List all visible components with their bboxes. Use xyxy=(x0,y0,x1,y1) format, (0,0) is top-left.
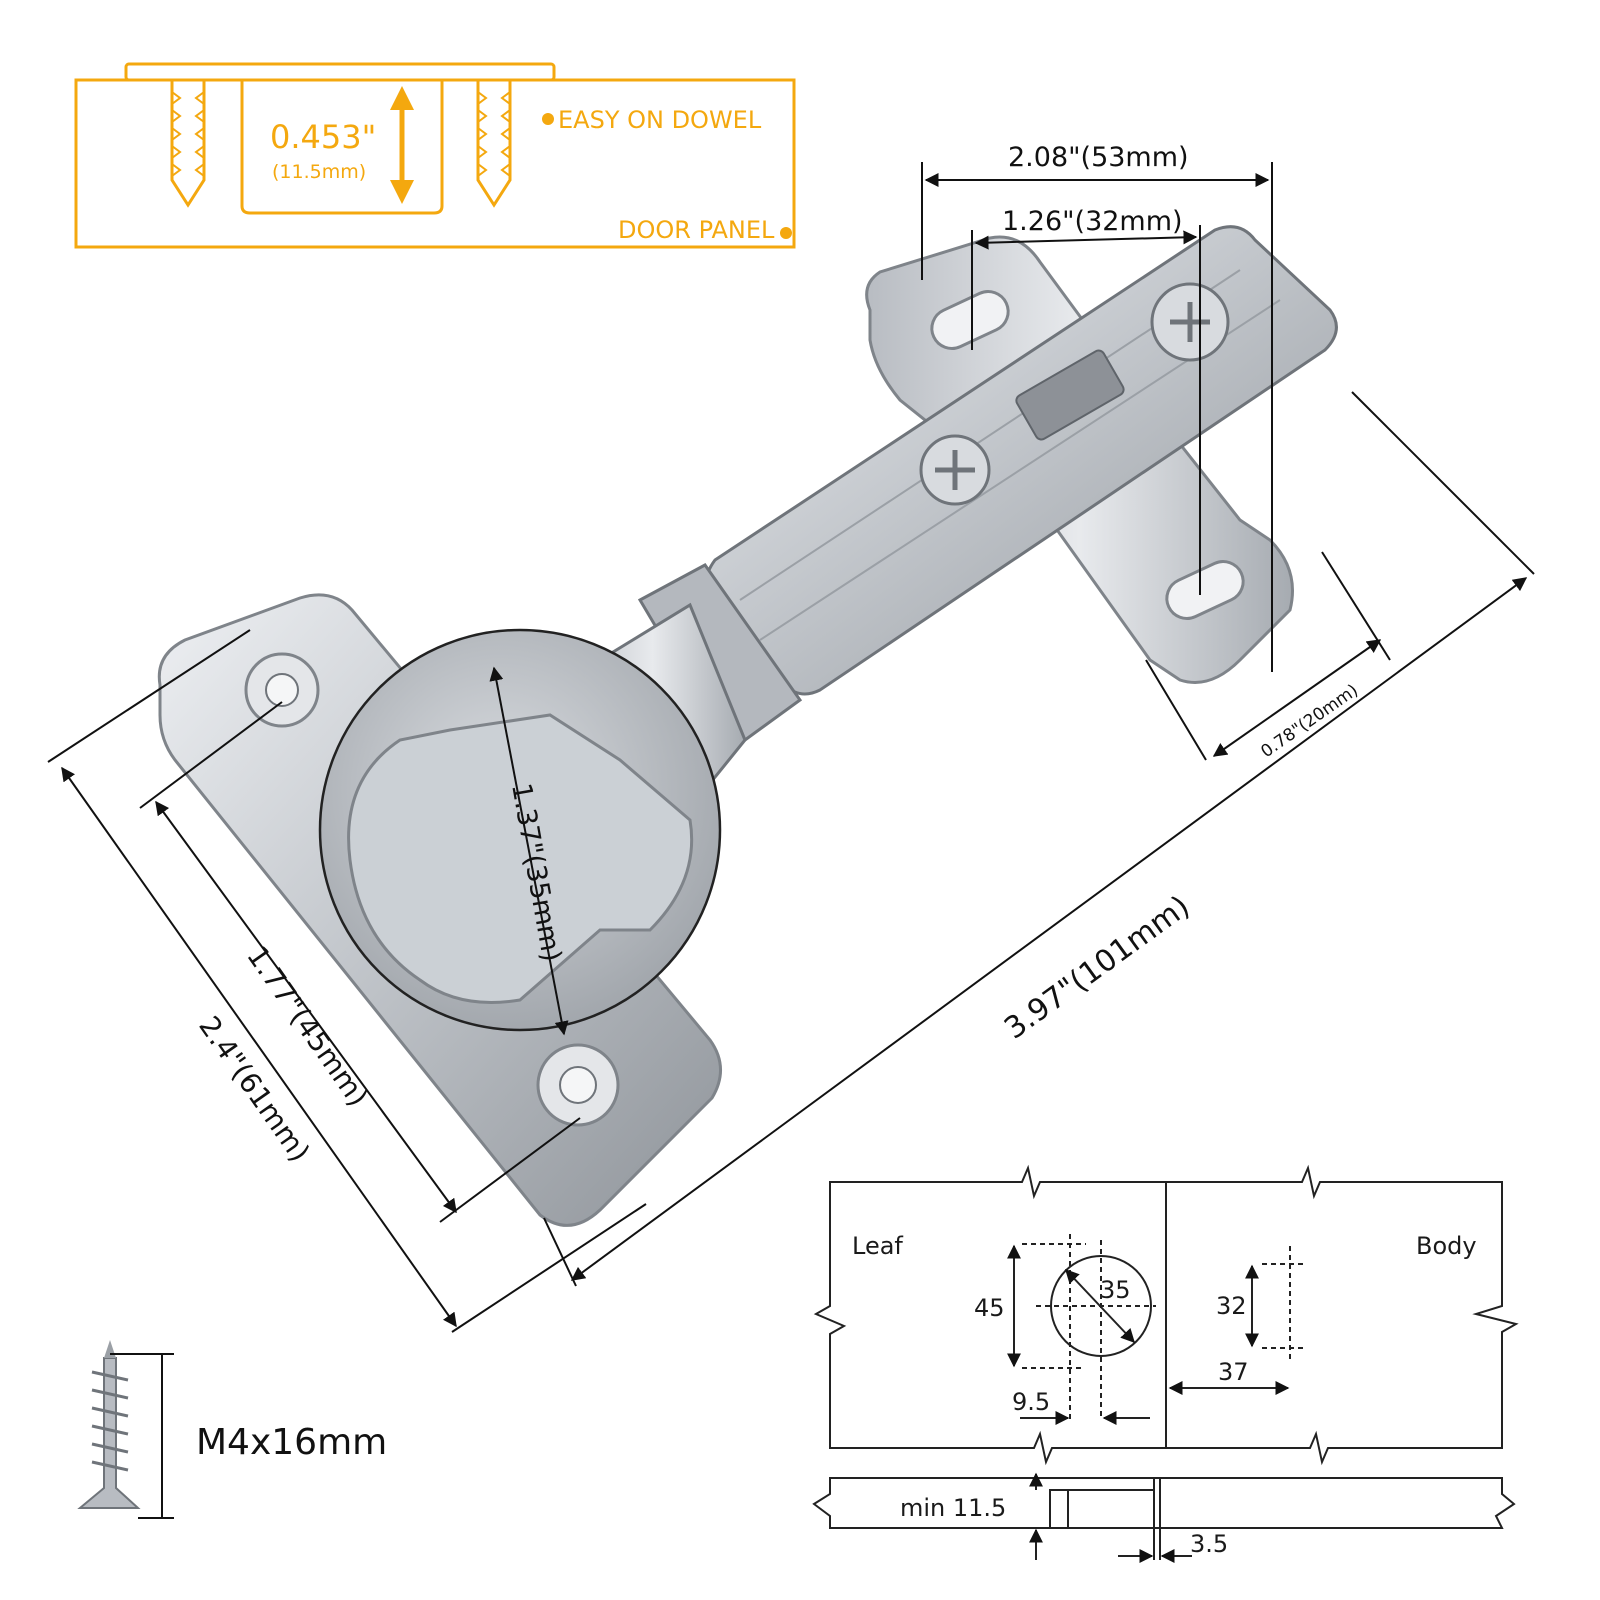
door-panel-bullet xyxy=(780,227,792,239)
dim-hole-spacing-line xyxy=(974,230,1198,250)
plan-body-spacing: 32 xyxy=(1216,1292,1247,1320)
dim-plate-offset: 0.78"(20mm) xyxy=(1257,681,1362,763)
door-panel-label: DOOR PANEL xyxy=(618,216,775,244)
dim-arm-width: 2.08"(53mm) xyxy=(1008,142,1189,173)
dowel-bullet xyxy=(542,113,554,125)
plan-outline xyxy=(813,1164,1519,1466)
dowel-depth-inch: 0.453" xyxy=(270,118,376,156)
drilling-plan xyxy=(812,1164,1519,1563)
plan-body-offset: 37 xyxy=(1218,1358,1249,1386)
arm-cutout xyxy=(1015,349,1125,441)
dim-cup-diameter-line xyxy=(489,666,569,1036)
easy-on-dowel-label: EASY ON DOWEL xyxy=(558,106,762,134)
screw-illustration xyxy=(77,1340,174,1519)
dim-overall-length: 3.97"(101mm) xyxy=(998,889,1196,1046)
plan-cup-offset: 9.5 xyxy=(1012,1388,1050,1416)
dowel-left xyxy=(170,80,206,208)
plan-leaf-label: Leaf xyxy=(852,1232,903,1260)
plan-cup-diameter-line xyxy=(1065,1268,1135,1344)
hinge-plate-outline xyxy=(124,62,556,82)
hinge-dimension-lines xyxy=(47,162,1535,1333)
dowel-inset: 0.453" (11.5mm) EASY ON DOWEL DOOR PANEL xyxy=(74,62,796,249)
plan-leaf-spacing: 45 xyxy=(974,1294,1005,1322)
mounting-slot-top xyxy=(930,290,1010,350)
dim-overall-length-line xyxy=(570,577,1528,1281)
cup-recess xyxy=(240,80,444,215)
plan-body-label: Body xyxy=(1416,1232,1477,1260)
dowel-depth-mm: (11.5mm) xyxy=(272,161,366,183)
plan-section-recess xyxy=(1049,1489,1155,1529)
dim-hole-spacing: 1.26"(32mm) xyxy=(1002,206,1183,237)
plan-min-thickness: min 11.5 xyxy=(900,1494,1006,1522)
plan-cup-diameter: 35 xyxy=(1100,1276,1131,1304)
plan-gap: 3.5 xyxy=(1190,1530,1228,1558)
screw-icon xyxy=(77,1357,141,1509)
dim-plate-length-line xyxy=(61,766,457,1328)
plan-section xyxy=(812,1477,1516,1529)
screw-size-label: M4x16mm xyxy=(196,1422,388,1463)
dowel-right xyxy=(476,80,512,208)
plan-cup-circle xyxy=(1050,1255,1152,1357)
